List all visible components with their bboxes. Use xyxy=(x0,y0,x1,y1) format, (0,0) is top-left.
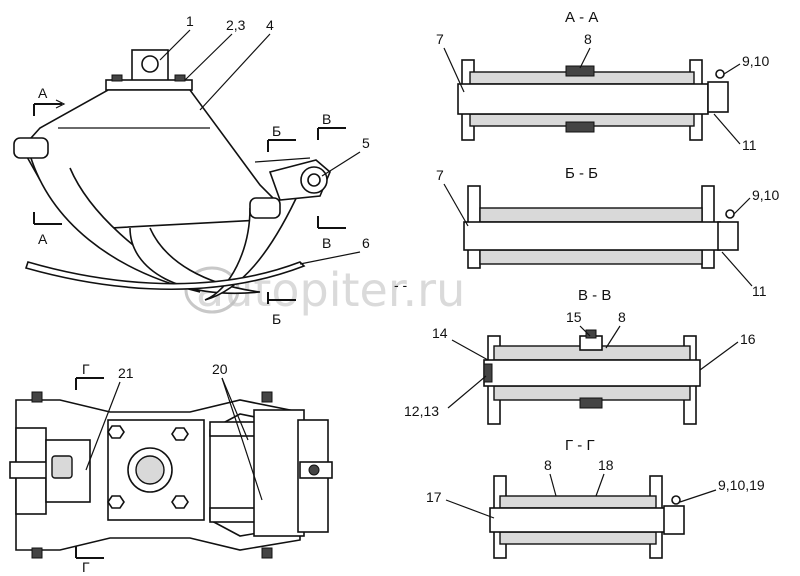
svg-text:8: 8 xyxy=(584,31,592,47)
gg-lock-ring xyxy=(671,495,681,505)
lower-tine xyxy=(24,261,306,291)
pivot-pin-left xyxy=(13,137,49,159)
svg-text:18: 18 xyxy=(598,457,614,473)
bb-end-cap xyxy=(717,221,739,251)
section-bb-title: Б - Б xyxy=(565,165,598,182)
svg-text:8: 8 xyxy=(618,309,626,325)
middle-jaw xyxy=(129,227,261,294)
callout-1: 1 xyxy=(186,13,194,29)
vv-shaft xyxy=(483,359,701,387)
callout-21: 21 xyxy=(118,365,134,381)
svg-text:8: 8 xyxy=(544,457,552,473)
aa-bottom-block xyxy=(565,121,595,133)
bolt-plan-br xyxy=(261,547,273,559)
main-side-view: 1 2,3 4 5 6 А А Б Б В В xyxy=(13,13,370,327)
svg-text:9,10: 9,10 xyxy=(752,187,779,203)
section-marker-b: Б Б xyxy=(267,123,296,327)
bolt-right xyxy=(174,74,186,82)
hub-bolt-br xyxy=(171,495,189,509)
bolt-plan-tl xyxy=(31,391,43,403)
svg-text:7: 7 xyxy=(436,167,444,183)
section-marker-g: Г Г xyxy=(75,361,104,575)
section-vv: В - В 14 15 8 16 12,13 xyxy=(404,287,756,425)
left-jaw xyxy=(29,154,201,293)
bb-shaft xyxy=(463,221,721,251)
section-gg: Г - Г 8 18 17 9,10,19 xyxy=(426,437,765,559)
aa-lock-ring xyxy=(715,69,725,79)
bb-sleeve-bottom xyxy=(479,249,703,265)
pivot-line xyxy=(254,157,311,163)
stray-mark: - - xyxy=(394,277,408,293)
svg-text:Б: Б xyxy=(272,311,281,327)
hub-center xyxy=(135,455,165,485)
svg-text:12,13: 12,13 xyxy=(404,403,439,419)
gg-sleeve-top xyxy=(499,495,657,509)
svg-text:7: 7 xyxy=(436,31,444,47)
svg-text:В: В xyxy=(322,235,331,251)
callout-6: 6 xyxy=(362,235,370,251)
aa-top-block xyxy=(565,65,595,77)
hub-bolt-bl xyxy=(107,495,125,509)
vv-bottom-block xyxy=(579,397,603,409)
pivot-pin-right-inner xyxy=(307,173,321,187)
aa-end-cap xyxy=(707,81,729,113)
bolt-plan-tr xyxy=(261,391,273,403)
svg-text:Г: Г xyxy=(82,361,90,377)
svg-text:11: 11 xyxy=(742,137,757,153)
hub-bolt-tl xyxy=(107,425,125,439)
callout-4: 4 xyxy=(266,17,274,33)
section-gg-title: Г - Г xyxy=(565,437,595,454)
gg-shaft xyxy=(489,507,667,533)
pivot-pin-lower xyxy=(249,197,281,219)
section-aa: А - А 7 8 9,10 11 xyxy=(436,9,769,153)
svg-text:9,10,19: 9,10,19 xyxy=(718,477,765,493)
section-marker-v: В В xyxy=(317,111,346,251)
svg-text:Б: Б xyxy=(272,123,281,139)
vv-fitting-nut xyxy=(585,329,597,339)
svg-text:17: 17 xyxy=(426,489,442,505)
svg-text:15: 15 xyxy=(566,309,582,325)
section-aa-title: А - А xyxy=(565,9,598,26)
svg-text:В: В xyxy=(322,111,331,127)
callout-2-3: 2,3 xyxy=(226,17,246,33)
svg-text:Г: Г xyxy=(82,559,90,575)
vv-end-pin xyxy=(483,363,493,383)
bb-lock-ring xyxy=(725,209,735,219)
left-axle xyxy=(9,461,51,479)
hub-bolt-tr xyxy=(171,427,189,441)
svg-text:11: 11 xyxy=(752,283,767,299)
bolt-plan-bl xyxy=(31,547,43,559)
callout-20: 20 xyxy=(212,361,228,377)
svg-text:14: 14 xyxy=(432,325,448,341)
section-vv-title: В - В xyxy=(578,287,611,304)
callout-5: 5 xyxy=(362,135,370,151)
left-nut xyxy=(51,455,73,479)
lifting-eye-hole xyxy=(141,55,159,73)
plan-view: 21 20 Г Г xyxy=(9,361,333,575)
section-bb: Б - Б 7 9,10 11 xyxy=(436,165,779,299)
gg-sleeve-bottom xyxy=(499,531,657,545)
right-axle-pin xyxy=(308,464,320,476)
svg-text:16: 16 xyxy=(740,331,756,347)
gg-end-cap xyxy=(663,505,685,535)
right-clamp xyxy=(253,409,305,537)
svg-text:А: А xyxy=(38,231,48,247)
bolt-left xyxy=(111,74,123,82)
svg-text:9,10: 9,10 xyxy=(742,53,769,69)
bb-sleeve-top xyxy=(479,207,703,223)
aa-shaft xyxy=(457,83,709,115)
svg-text:А: А xyxy=(38,85,48,101)
section-marker-a: А А xyxy=(33,85,66,247)
